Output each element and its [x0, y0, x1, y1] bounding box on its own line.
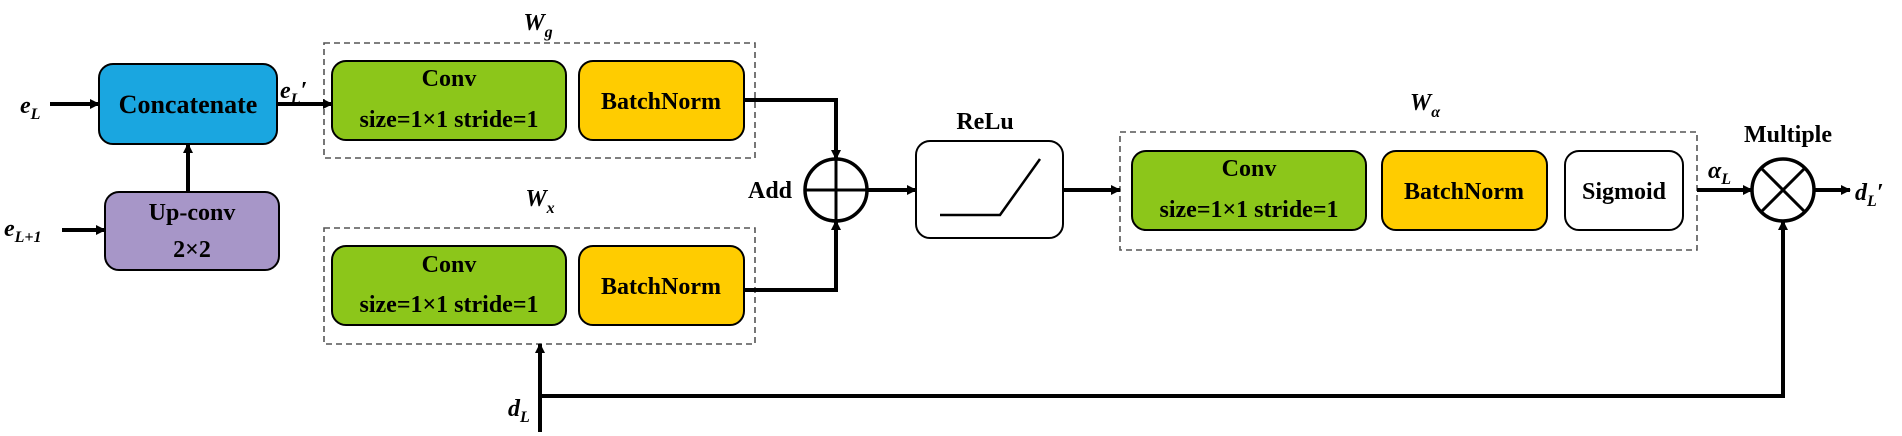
- walpha-label: Wα: [1410, 90, 1441, 121]
- walpha-conv-label-line2: size=1×1 stride=1: [1160, 197, 1339, 223]
- wx-conv-label-line1: Conv: [422, 252, 477, 278]
- wx-conv-block: [331, 245, 567, 326]
- multiple-x-b: [1759, 166, 1807, 214]
- walpha-batchnorm-block: [1381, 150, 1548, 231]
- wx-batchnorm-label: BatchNorm: [601, 274, 721, 300]
- relu-curve-icon: [940, 158, 1042, 217]
- walpha-batchnorm-label: BatchNorm: [1404, 179, 1524, 205]
- arrow-dL-to-multiple: [540, 220, 1788, 398]
- alpha-L-label: αL: [1708, 158, 1731, 188]
- relu-block: [915, 140, 1064, 239]
- eL-prime-label: eL′: [280, 78, 307, 108]
- input-dL-label: dL: [508, 396, 530, 426]
- multiple-label: Multiple: [1744, 122, 1832, 148]
- relu-title: ReLu: [956, 109, 1013, 135]
- wg-conv-label-line2: size=1×1 stride=1: [360, 107, 539, 133]
- wg-batchnorm-label: BatchNorm: [601, 89, 721, 115]
- input-eL-label: eL: [20, 93, 41, 123]
- sigmoid-block: [1564, 150, 1684, 231]
- add-label: Add: [748, 178, 793, 204]
- concatenate-label: Concatenate: [119, 90, 258, 119]
- arrow-wg-to-add: [744, 98, 841, 160]
- dL-prime-label: dL′: [1855, 180, 1884, 210]
- wg-label: Wg: [523, 10, 552, 41]
- wx-conv-label-line2: size=1×1 stride=1: [360, 292, 539, 318]
- arrow-wx-to-add: [744, 220, 841, 292]
- input-eL1-label: eL+1: [4, 216, 42, 246]
- wx-label: Wx: [525, 186, 554, 217]
- sigmoid-label: Sigmoid: [1582, 179, 1667, 205]
- walpha-conv-label-line1: Conv: [1222, 156, 1277, 182]
- walpha-conv-block: [1131, 150, 1367, 231]
- upconv-label-line2: 2×2: [173, 237, 211, 263]
- upconv-label-line1: Up-conv: [149, 200, 236, 226]
- wg-conv-label-line1: Conv: [422, 66, 477, 92]
- wx-batchnorm-block: [578, 245, 745, 326]
